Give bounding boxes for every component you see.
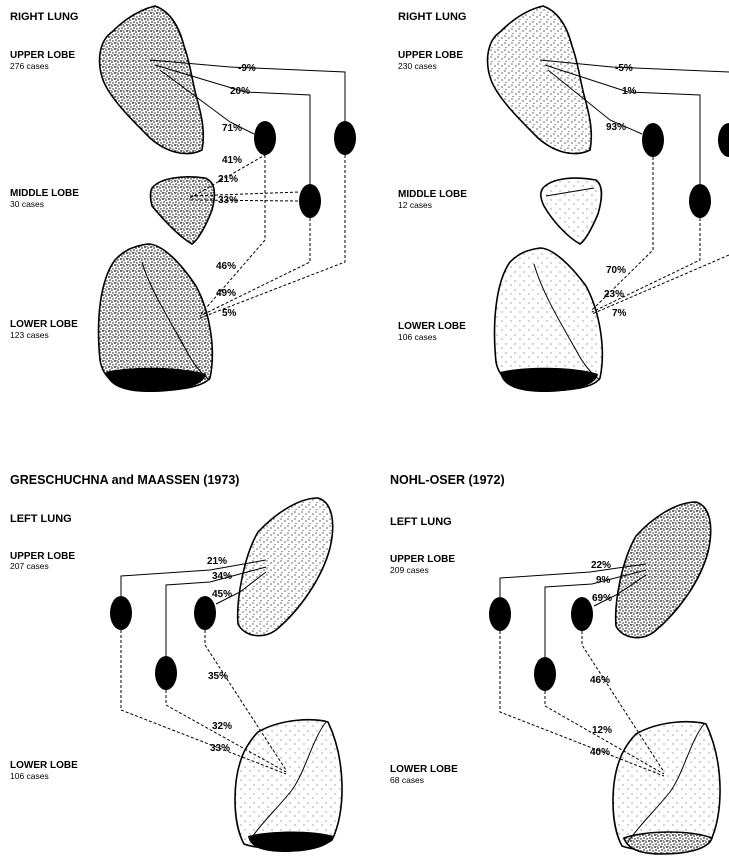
lung-heading: RIGHT LUNG	[398, 11, 466, 23]
middle-lobe-shape	[151, 177, 215, 244]
percentage-label: 5%	[222, 308, 237, 319]
lower-lobe-shape	[235, 720, 342, 849]
lymph-node	[571, 597, 593, 631]
lower-lobe-cases: 123 cases	[10, 330, 49, 340]
percentage-label: 23%	[604, 289, 624, 300]
percentage-label: 7%	[612, 308, 627, 319]
percentage-label: 46%	[216, 261, 236, 272]
percentage-label: 21%	[218, 174, 238, 185]
percentage-label: 32%	[212, 721, 232, 732]
lower-lobe-cases: 68 cases	[390, 775, 424, 785]
lymph-node	[194, 596, 216, 630]
upper-lobe-cases: 276 cases	[10, 61, 49, 71]
lower-lobe-base	[248, 832, 334, 853]
panel-bottom-right: NOHL-OSER (1972) LEFT LUNG UPPER LOBE 20…	[390, 473, 720, 854]
lymph-node	[110, 596, 132, 630]
lymph-node	[254, 121, 276, 155]
percentage-label: 33%	[210, 743, 230, 754]
percentage-label: 34%	[212, 571, 232, 582]
percentage-label: 70%	[606, 265, 626, 276]
lower-lobe-cases: 106 cases	[398, 332, 437, 342]
percentage-label: -5%	[615, 63, 633, 74]
lower-lobe-label: LOWER LOBE	[10, 760, 78, 771]
middle-lobe-label: MIDDLE LOBE	[10, 188, 79, 199]
panel-top-left: RIGHT LUNG UPPER LOBE 276 cases MIDDLE L…	[10, 6, 356, 392]
percentage-label: 21%	[207, 556, 227, 567]
lung-heading: LEFT LUNG	[390, 516, 452, 528]
lung-heading: LEFT LUNG	[10, 513, 72, 525]
percentage-label: 22%	[591, 560, 611, 571]
lymph-node	[334, 121, 356, 155]
panel-bottom-left: GRESCHUCHNA and MAASSEN (1973) LEFT LUNG…	[10, 473, 342, 852]
lymph-node	[299, 184, 321, 218]
percentage-label: 20%	[230, 86, 250, 97]
percentage-label: 71%	[222, 123, 242, 134]
upper-lobe-label: UPPER LOBE	[398, 50, 463, 61]
lower-lobe-base	[500, 368, 598, 392]
percentage-label: 40%	[590, 747, 610, 758]
percentage-label: 33%	[218, 195, 238, 206]
percentage-label: 1%	[622, 86, 637, 97]
lower-lobe-cases: 106 cases	[10, 771, 49, 781]
lymph-node	[689, 184, 711, 218]
panel-title: NOHL-OSER (1972)	[390, 473, 505, 487]
lymph-node	[534, 657, 556, 691]
middle-lobe-cases: 12 cases	[398, 200, 432, 210]
percentage-label: 12%	[592, 725, 612, 736]
lower-lobe-base	[624, 832, 712, 854]
middle-lobe-label: MIDDLE LOBE	[398, 189, 467, 200]
middle-lobe-cases: 30 cases	[10, 199, 44, 209]
lower-lobe-label: LOWER LOBE	[10, 319, 78, 330]
percentage-label: 93%	[606, 122, 626, 133]
percentage-label: 41%	[222, 155, 242, 166]
panel-title: GRESCHUCHNA and MAASSEN (1973)	[10, 473, 239, 487]
percentage-label: 35%	[208, 671, 228, 682]
lymph-node	[155, 656, 177, 690]
percentage-label: 45%	[212, 589, 232, 600]
panel-top-right: RIGHT LUNG UPPER LOBE 230 cases MIDDLE L…	[398, 6, 729, 392]
percentage-label: -9%	[238, 63, 256, 74]
percentage-label: 69%	[592, 593, 612, 604]
upper-lobe-cases: 209 cases	[390, 565, 429, 575]
drainage-line	[592, 157, 653, 310]
lymph-node	[642, 123, 664, 157]
drainage-line	[592, 255, 729, 314]
percentage-label: 46%	[590, 675, 610, 686]
upper-lobe-label: UPPER LOBE	[10, 50, 75, 61]
lower-lobe-label: LOWER LOBE	[390, 764, 458, 775]
upper-lobe-shape	[616, 502, 711, 638]
upper-lobe-shape	[238, 498, 333, 636]
lymph-node	[718, 123, 729, 157]
upper-lobe-label: UPPER LOBE	[390, 554, 455, 565]
upper-lobe-cases: 207 cases	[10, 561, 49, 571]
upper-lobe-shape	[488, 6, 592, 154]
percentage-label: 49%	[216, 288, 236, 299]
lung-heading: RIGHT LUNG	[10, 11, 78, 23]
upper-lobe-shape	[100, 6, 204, 154]
percentage-label: 9%	[596, 575, 611, 586]
upper-lobe-cases: 230 cases	[398, 61, 437, 71]
lymph-node	[489, 597, 511, 631]
lower-lobe-base	[106, 368, 206, 392]
lower-lobe-label: LOWER LOBE	[398, 321, 466, 332]
